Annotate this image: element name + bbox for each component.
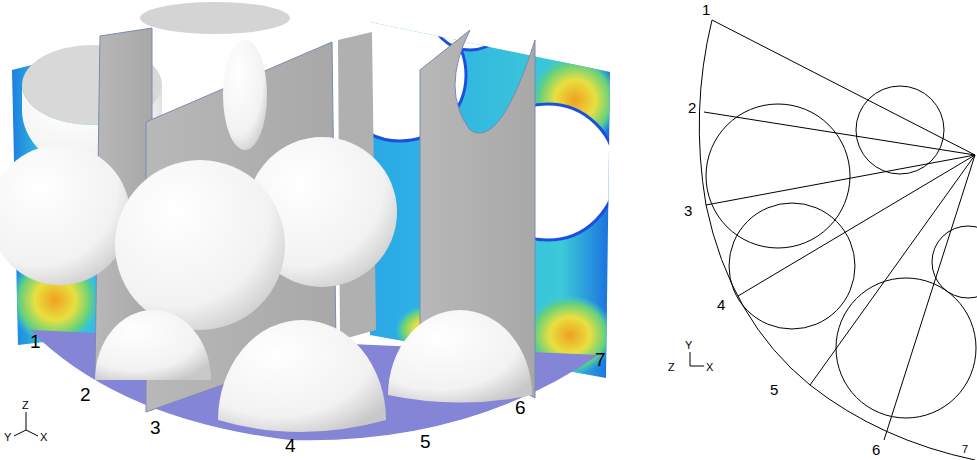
drawing-part: [706, 104, 850, 248]
callout-number: 1: [30, 332, 41, 351]
drawing-part: [26, 430, 38, 436]
callout-number: 5: [420, 432, 431, 451]
drawing-part: [810, 155, 975, 385]
plan-view: [699, 20, 977, 460]
drawing-part: [699, 20, 975, 460]
callout-number: 7: [595, 350, 606, 369]
callout-number: 3: [684, 203, 692, 218]
drawing-part: [690, 366, 704, 367]
drawing-part: [836, 278, 976, 418]
axis-label: X: [40, 432, 47, 443]
axis-label: Z: [668, 362, 675, 373]
axis-label: Z: [22, 400, 29, 411]
sphere: [115, 160, 285, 330]
callout-number: 2: [80, 385, 91, 404]
callout-number: 4: [285, 436, 296, 455]
sphere: [218, 320, 386, 432]
callout-number: 3: [150, 418, 161, 437]
drawing-part: [712, 20, 975, 155]
drawing-part: [932, 226, 977, 298]
drawing-part: [704, 112, 975, 155]
callout-number: 7: [962, 444, 968, 455]
drawing-part: [26, 412, 27, 430]
drawing-part: [706, 155, 975, 205]
drawing-part: [856, 86, 944, 174]
sphere: [223, 40, 267, 150]
callout-number: 6: [515, 398, 526, 417]
drawing-part: [430, 0, 510, 50]
axis-label: Y: [685, 340, 692, 351]
drawing-part: [729, 203, 855, 329]
drawing-part: [738, 155, 975, 296]
sphere: [388, 310, 532, 403]
callout-number: 2: [688, 100, 696, 115]
callout-number: 6: [872, 442, 880, 457]
drawing-part: [14, 430, 26, 436]
sphere: [0, 145, 130, 285]
drawing-part: [690, 352, 691, 366]
axis-label: X: [706, 362, 713, 373]
sphere: [140, 2, 290, 34]
callout-number: 5: [770, 382, 778, 397]
callout-number: 4: [717, 297, 725, 312]
sphere: [95, 310, 211, 380]
callout-number: 1: [702, 2, 710, 17]
axis-label: Y: [4, 432, 11, 443]
